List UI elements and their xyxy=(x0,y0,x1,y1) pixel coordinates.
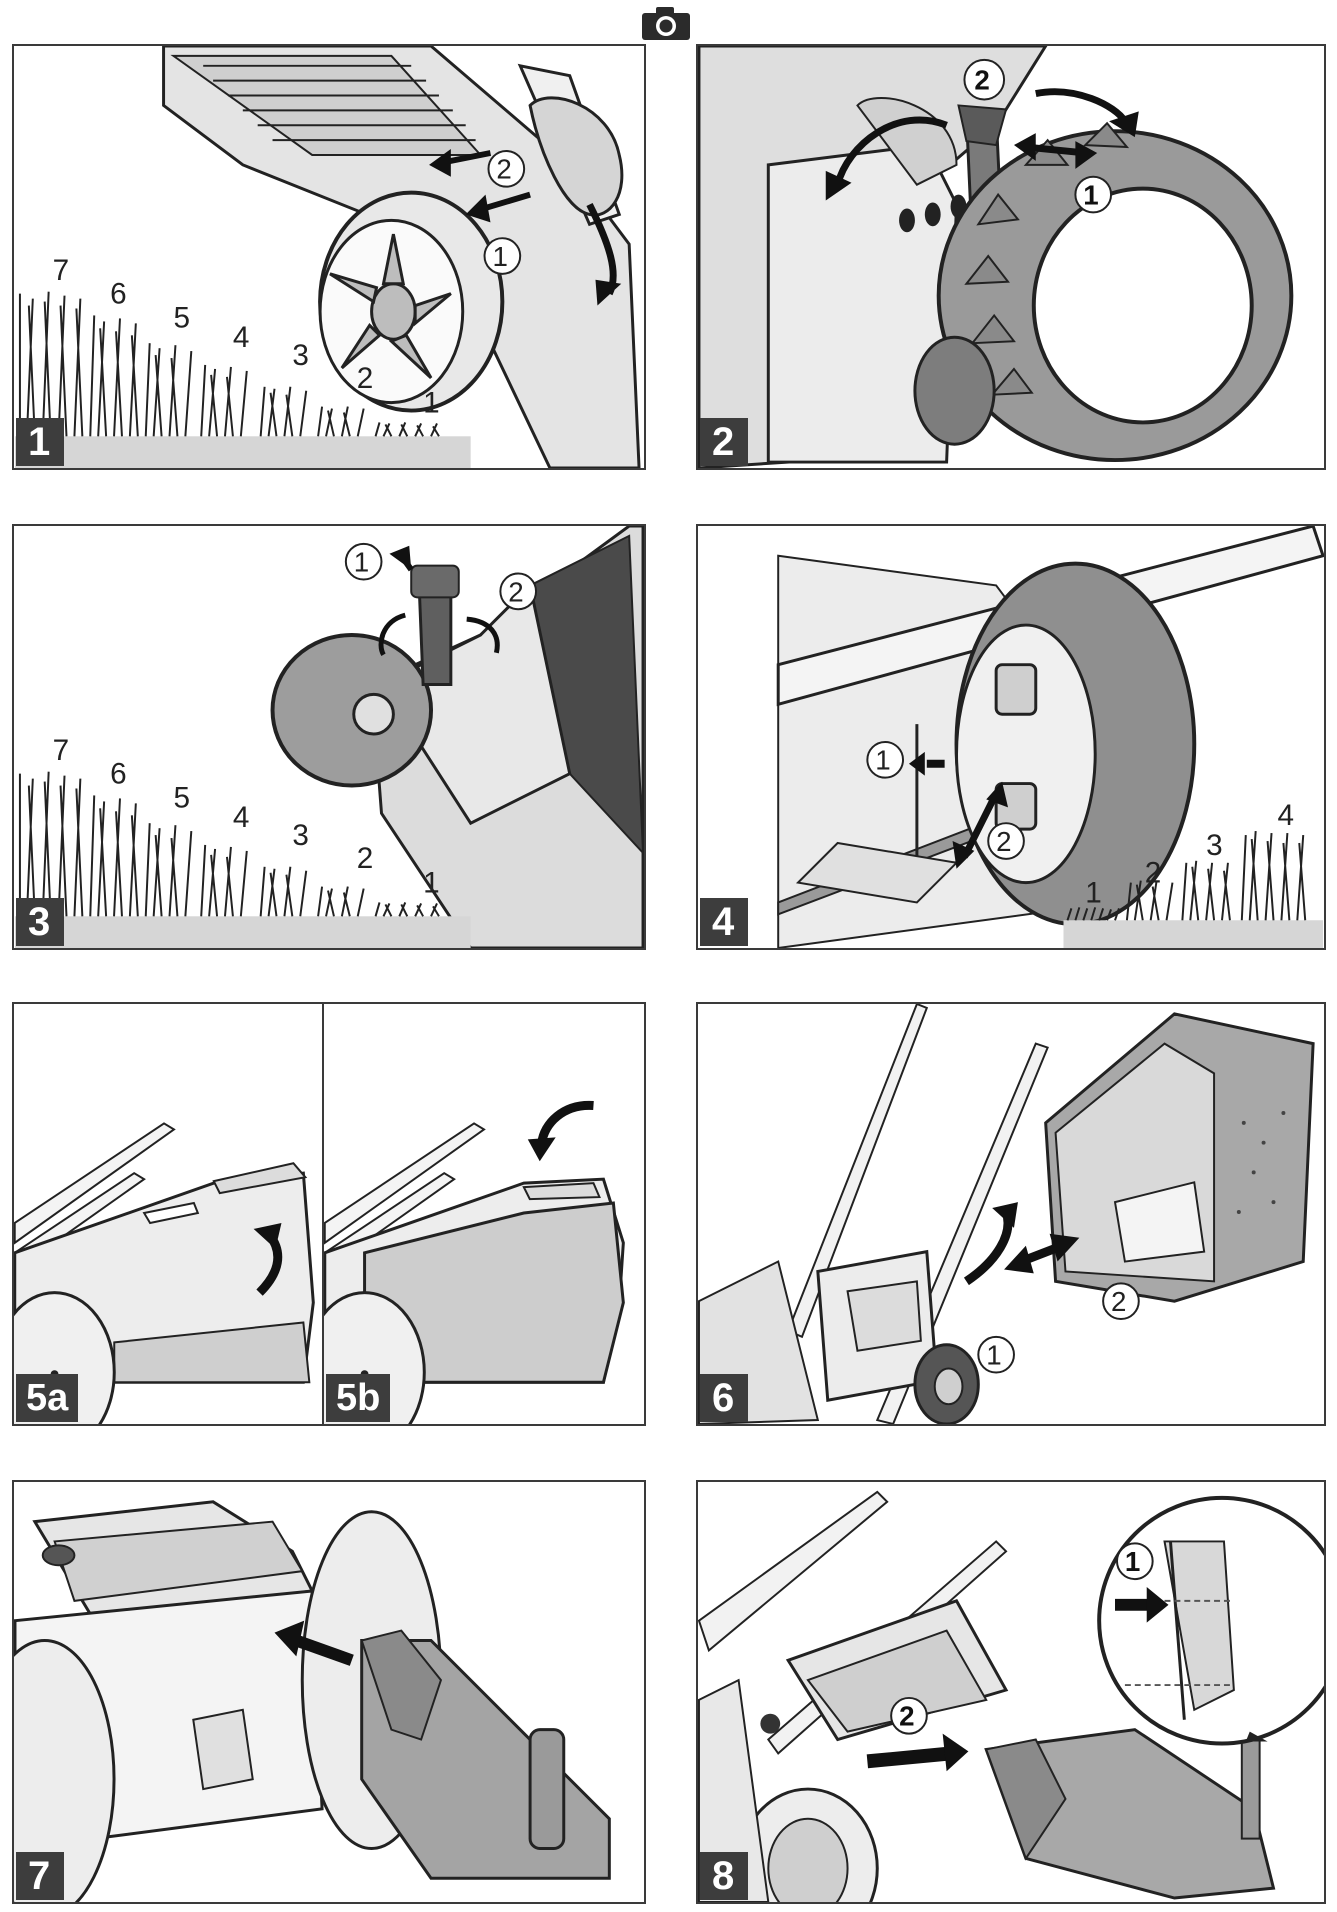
panel-6: 1 2 6 xyxy=(696,1002,1326,1426)
panel-1: 7 6 5 4 3 2 1 2 1 1 xyxy=(12,44,646,470)
height-label-2: 2 xyxy=(1145,857,1162,890)
panel-2-illustration: 2 1 xyxy=(698,46,1294,468)
callout-1: 1 xyxy=(1083,179,1098,210)
panel-7: 7 xyxy=(12,1480,646,1904)
panel-3-illustration: 7 6 5 4 3 2 1 1 2 xyxy=(14,526,644,948)
panel-8: 1 2 8 xyxy=(696,1480,1326,1904)
height-label-5: 5 xyxy=(173,781,190,814)
height-label-4: 4 xyxy=(233,801,250,834)
panel-badge: 4 xyxy=(700,898,749,946)
camera-icon xyxy=(640,6,692,42)
panel-5a-illustration xyxy=(14,1122,315,1424)
height-label-2: 2 xyxy=(357,362,374,395)
callout-2: 2 xyxy=(996,826,1011,857)
callout-2: 2 xyxy=(1111,1286,1126,1317)
panel-3: 7 6 5 4 3 2 1 1 2 3 xyxy=(12,524,646,950)
panel-4: 1 2 3 4 1 2 4 xyxy=(696,524,1326,950)
callout-1: 1 xyxy=(1125,1546,1140,1577)
panel-badge: 2 xyxy=(700,418,749,466)
height-label-3: 3 xyxy=(292,339,309,372)
panel-7-illustration xyxy=(14,1500,611,1902)
panel-8-illustration: 1 2 xyxy=(698,1490,1324,1902)
height-label-6: 6 xyxy=(110,278,127,311)
panel-badge: 5a xyxy=(16,1374,79,1422)
height-label-1: 1 xyxy=(423,867,440,900)
panel-5-divider xyxy=(322,1004,324,1424)
panel-badge: 1 xyxy=(16,418,65,466)
height-label-3: 3 xyxy=(1206,829,1223,862)
panel-5b: 5b xyxy=(324,1004,644,1424)
panel-1-illustration: 7 6 5 4 3 2 1 2 1 xyxy=(14,46,641,468)
height-label-1: 1 xyxy=(423,387,440,420)
height-label-7: 7 xyxy=(53,734,70,767)
panel-2: 2 1 2 xyxy=(696,44,1326,470)
panel-badge: 6 xyxy=(700,1374,749,1422)
panel-6-illustration: 1 2 xyxy=(698,1004,1315,1424)
panel-badge: 5b xyxy=(326,1374,391,1422)
height-label-7: 7 xyxy=(53,254,70,287)
height-label-3: 3 xyxy=(292,819,309,852)
callout-1: 1 xyxy=(354,547,369,578)
panel-badge: 8 xyxy=(700,1852,749,1900)
callout-1: 1 xyxy=(875,745,890,776)
panel-5: 5a 5b xyxy=(12,1002,646,1426)
height-label-4: 4 xyxy=(1277,799,1294,832)
callout-2: 2 xyxy=(974,65,989,96)
panel-5b-illustration xyxy=(324,1101,625,1424)
height-label-2: 2 xyxy=(357,842,374,875)
panel-4-illustration: 1 2 3 4 1 2 xyxy=(776,526,1324,948)
panel-badge: 3 xyxy=(16,898,65,946)
callout-2: 2 xyxy=(899,1701,914,1732)
callout-2: 2 xyxy=(496,154,511,185)
callout-1: 1 xyxy=(492,241,507,272)
height-label-5: 5 xyxy=(173,301,190,334)
height-label-6: 6 xyxy=(110,758,127,791)
panel-badge: 7 xyxy=(16,1852,65,1900)
height-label-4: 4 xyxy=(233,321,250,354)
height-label-1: 1 xyxy=(1085,876,1102,909)
callout-1: 1 xyxy=(986,1340,1001,1371)
callout-2: 2 xyxy=(508,576,523,607)
panel-5a: 5a xyxy=(14,1004,322,1424)
